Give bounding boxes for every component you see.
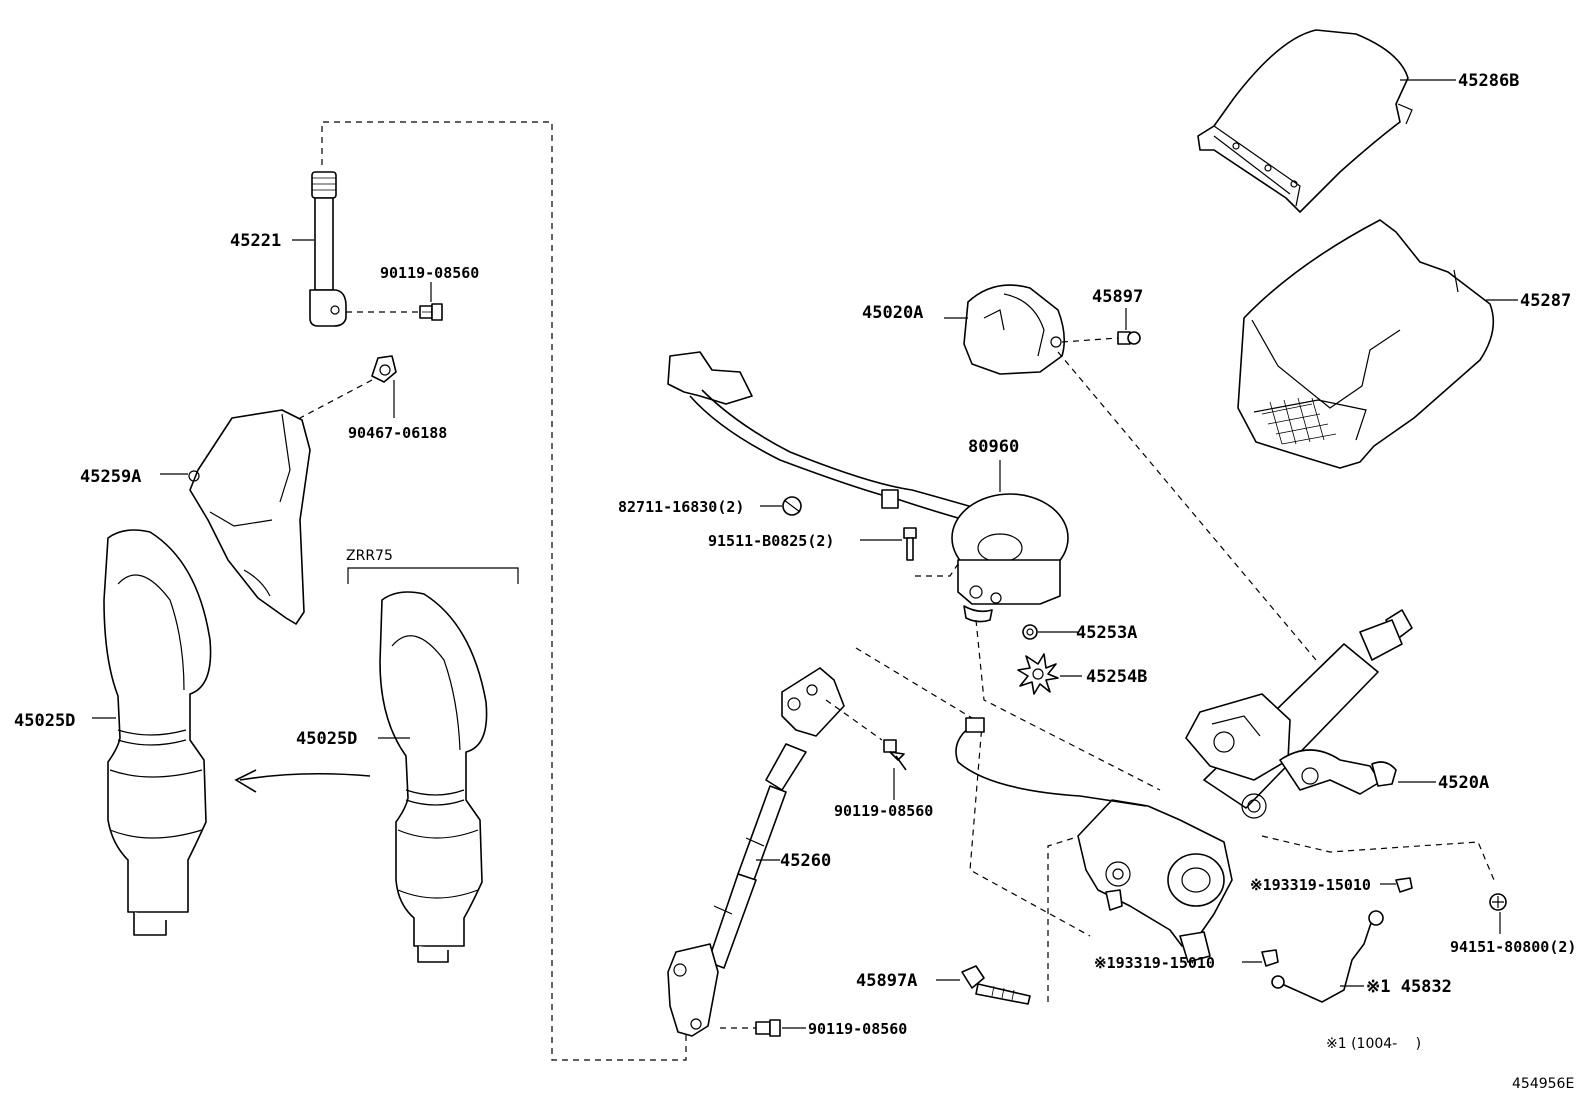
bolt-90119-08560 bbox=[419, 303, 443, 321]
label-82711: 82711-16830(2) bbox=[618, 498, 744, 516]
gear-45254B bbox=[1017, 653, 1059, 695]
reference-dashed-link bbox=[825, 699, 883, 741]
reference-dashed-link bbox=[855, 647, 1091, 937]
clip-90467-06188 bbox=[371, 355, 397, 383]
reference-dashed-link bbox=[1047, 835, 1081, 1002]
label-45832: ※1 45832 bbox=[1366, 977, 1452, 997]
reference-dashed-link bbox=[1061, 337, 1119, 343]
label-80960: 80960 bbox=[968, 437, 1019, 457]
label-90467: 90467-06188 bbox=[348, 424, 447, 442]
label-45897A: 45897A bbox=[856, 971, 917, 991]
reference-dashed-link bbox=[915, 563, 959, 577]
wire-harness-80960 bbox=[667, 351, 1069, 623]
bolt-90119-08560-bottom bbox=[755, 1019, 781, 1037]
drawing-id: 454956E bbox=[1512, 1076, 1574, 1092]
label-45254B: 45254B bbox=[1086, 667, 1147, 687]
boot-45025D-zrr75 bbox=[379, 591, 488, 963]
bolt-91511-B0825 bbox=[903, 527, 917, 561]
label-94151: 94151-80800(2) bbox=[1450, 938, 1576, 956]
reference-dashed-link bbox=[299, 379, 373, 419]
label-4520A: 4520A bbox=[1438, 773, 1489, 793]
bolt-94151-80800 bbox=[1489, 893, 1507, 911]
label-90119-mid: 90119-08560 bbox=[834, 802, 933, 820]
bolt-90119-08560-mid bbox=[883, 739, 907, 771]
reference-dashed-link bbox=[1057, 351, 1317, 661]
label-45287: 45287 bbox=[1520, 291, 1571, 311]
label-45025D-left: 45025D bbox=[14, 711, 75, 731]
bolt-45897A bbox=[961, 965, 1031, 1005]
label-45025D-zrr75: 45025D bbox=[296, 729, 357, 749]
spring-45253A bbox=[1022, 624, 1038, 640]
switch-housing-45020A bbox=[963, 284, 1066, 375]
label-zrr75: ZRR75 bbox=[346, 548, 393, 564]
label-45897: 45897 bbox=[1092, 287, 1143, 307]
label-45259A: 45259A bbox=[80, 467, 141, 487]
boot-45025D-left bbox=[103, 529, 212, 936]
reference-dashed-link bbox=[975, 619, 1161, 791]
label-45221: 45221 bbox=[230, 231, 281, 251]
steering-column-4520A bbox=[1077, 609, 1413, 963]
label-45253A: 45253A bbox=[1076, 623, 1137, 643]
label-193319-b: ※193319-15010 bbox=[1094, 954, 1215, 972]
upper-cover-45286B bbox=[1197, 29, 1413, 213]
reference-dashed-link bbox=[1261, 835, 1495, 881]
variant-bracket bbox=[347, 567, 519, 584]
label-90119-bottom: 90119-08560 bbox=[808, 1020, 907, 1038]
lower-cover-45287 bbox=[1237, 219, 1495, 469]
cover-45259A bbox=[188, 409, 311, 625]
reference-dashed-link bbox=[321, 121, 687, 1061]
cable-45832-link bbox=[955, 723, 1147, 807]
screw-45897 bbox=[1117, 331, 1141, 345]
connector bbox=[965, 717, 985, 733]
label-45260: 45260 bbox=[780, 851, 831, 871]
label-91511: 91511-B0825(2) bbox=[708, 532, 834, 550]
intermediate-shaft-45221 bbox=[309, 171, 347, 327]
footnote: ※1 (1004- ) bbox=[1326, 1036, 1421, 1052]
label-193319-a: ※193319-15010 bbox=[1250, 876, 1371, 894]
label-45286B: 45286B bbox=[1458, 71, 1519, 91]
lower-shaft-45260 bbox=[667, 667, 845, 1037]
label-45020A: 45020A bbox=[862, 303, 923, 323]
label-90119-top: 90119-08560 bbox=[380, 264, 479, 282]
clamp-82711-16830 bbox=[782, 496, 802, 516]
direction-arrow bbox=[234, 769, 371, 793]
ground-wire-45832 bbox=[1261, 877, 1413, 1003]
